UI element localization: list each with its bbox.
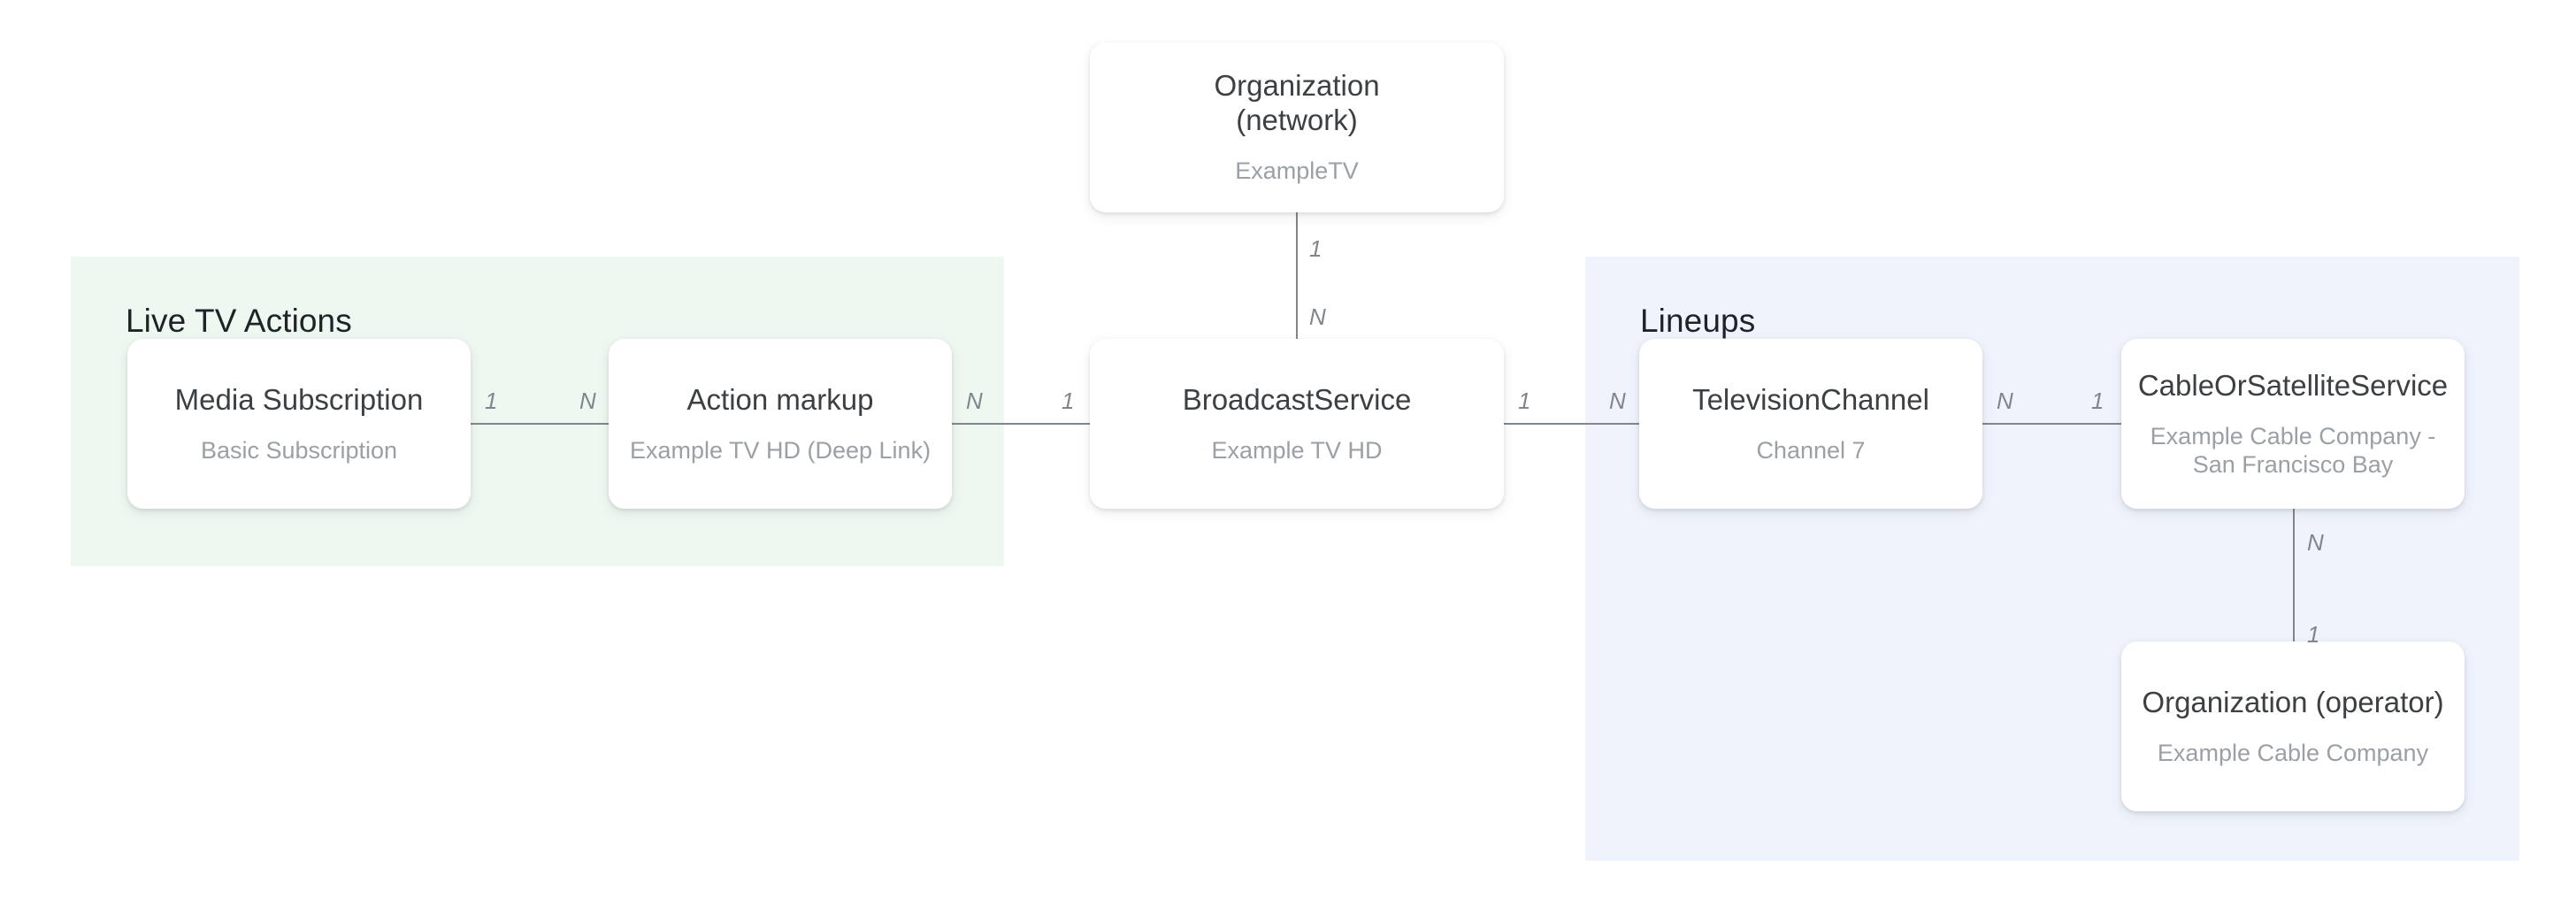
node-title: BroadcastService	[1182, 382, 1412, 416]
cardinality-label: 1	[1518, 388, 1531, 414]
node-organization-operator[interactable]: Organization (operator) Example Cable Co…	[2121, 641, 2465, 811]
cardinality-label: N	[2307, 529, 2324, 556]
node-title: Media Subscription	[174, 382, 424, 416]
edge-organization-network-to-broadcastservice	[1296, 212, 1298, 339]
node-media-subscription[interactable]: Media Subscription Basic Subscription	[127, 339, 471, 509]
node-subtitle: Example TV HD (Deep Link)	[629, 436, 932, 464]
cardinality-label: N	[1609, 388, 1626, 414]
group-title-lineups: Lineups	[1640, 303, 1756, 339]
cardinality-label: N	[579, 388, 596, 414]
node-subtitle: Channel 7	[1756, 436, 1866, 464]
node-televisionchannel[interactable]: TelevisionChannel Channel 7	[1639, 339, 1982, 509]
node-cableorsatelliteservice[interactable]: CableOrSatelliteService Example Cable Co…	[2121, 339, 2465, 509]
edge-broadcastservice-to-televisionchannel	[1504, 423, 1639, 425]
node-broadcastservice[interactable]: BroadcastService Example TV HD	[1090, 339, 1504, 509]
edge-media-subscription-to-action-markup	[471, 423, 609, 425]
edge-action-markup-to-broadcastservice	[952, 423, 1090, 425]
cardinality-label: 1	[1309, 235, 1322, 262]
node-title: Action markup	[686, 382, 874, 416]
group-title-live-tv-actions: Live TV Actions	[126, 303, 352, 339]
node-subtitle: Basic Subscription	[200, 436, 398, 464]
edge-cableorsatelliteservice-to-organization-operator	[2293, 509, 2295, 641]
cardinality-label: 1	[2091, 388, 2104, 414]
node-organization-network[interactable]: Organization (network) ExampleTV	[1090, 42, 1504, 212]
cardinality-label: 1	[1062, 388, 1075, 414]
cardinality-label: 1	[485, 388, 498, 414]
node-title: Organization (network)	[1214, 69, 1380, 137]
cardinality-label: 1	[2307, 621, 2320, 648]
node-subtitle: Example Cable Company	[2157, 739, 2429, 766]
edge-televisionchannel-to-cableorsatelliteservice	[1982, 423, 2121, 425]
node-title: TelevisionChannel	[1692, 382, 1929, 416]
cardinality-label: N	[1309, 303, 1326, 330]
node-title: Organization (operator)	[2142, 685, 2444, 718]
node-title: CableOrSatelliteService	[2137, 368, 2449, 402]
node-subtitle: Example Cable Company - San Francisco Ba…	[2150, 422, 2436, 478]
node-subtitle: Example TV HD	[1211, 436, 1383, 464]
node-subtitle: ExampleTV	[1235, 157, 1359, 185]
node-action-markup[interactable]: Action markup Example TV HD (Deep Link)	[609, 339, 952, 509]
cardinality-label: N	[1997, 388, 2013, 414]
cardinality-label: N	[966, 388, 983, 414]
